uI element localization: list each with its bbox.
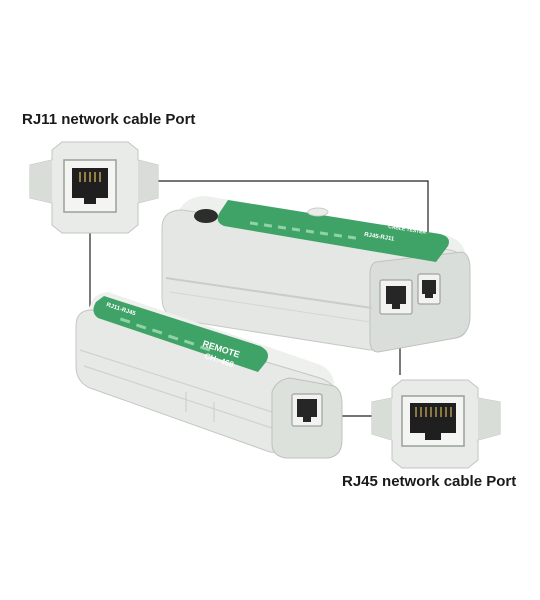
main-header-text: RJ45-RJ11 xyxy=(364,232,396,243)
remote-led-row xyxy=(119,317,211,352)
rj45-pins xyxy=(415,407,452,417)
power-button-icon xyxy=(194,209,218,223)
main-brand-text: CABLE TESTER xyxy=(388,224,427,236)
rj11-port-closeup xyxy=(29,141,159,234)
remote-side-ribs xyxy=(79,349,273,429)
remote-tester-unit: RJ11-RJ45 REMOTE CH:-468 xyxy=(75,292,343,459)
rj45-port-closeup xyxy=(371,379,501,469)
main-led-row xyxy=(249,221,357,240)
rj11-pins xyxy=(79,172,101,182)
main-tester-unit: RJ45-RJ11 CABLE TESTER xyxy=(161,196,471,353)
rj11-port-caption: RJ11 network cable Port xyxy=(22,111,196,128)
rj45-port-caption: RJ45 network cable Port xyxy=(342,473,517,490)
